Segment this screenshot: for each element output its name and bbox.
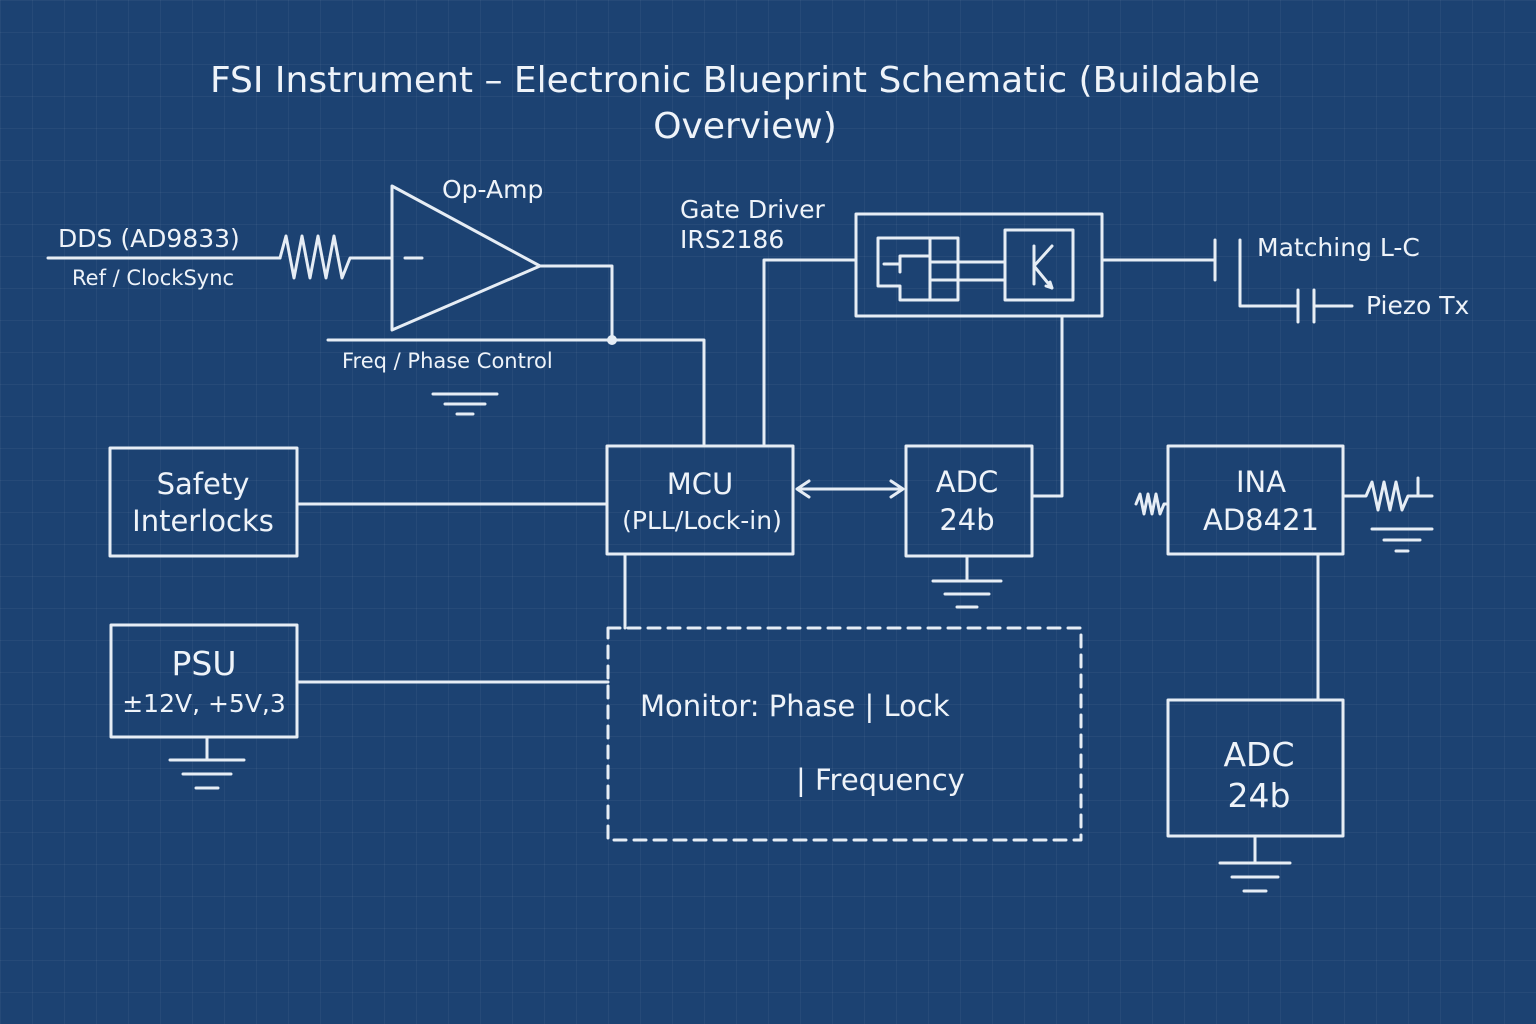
piezo-label: Piezo Tx bbox=[1366, 291, 1469, 320]
opamp-symbol bbox=[390, 184, 542, 332]
ground-icon-adc bbox=[931, 554, 1003, 609]
opamp-label: Op-Amp bbox=[442, 175, 543, 204]
mcu-label-line1: MCU bbox=[667, 467, 734, 501]
driver-to-adc-wire bbox=[1030, 314, 1064, 498]
mcu-label-line2: (PLL/Lock-in) bbox=[622, 506, 782, 535]
matching-capacitor bbox=[1100, 238, 1242, 282]
igbt-icon bbox=[1003, 228, 1075, 302]
ina-label-line2: AD8421 bbox=[1203, 503, 1319, 537]
gate-driver-part: IRS2186 bbox=[680, 225, 784, 254]
adc-main-block bbox=[904, 444, 1034, 558]
mosfet-icon bbox=[876, 236, 1007, 302]
ina-block bbox=[1166, 444, 1345, 556]
ina-input-coil bbox=[1134, 492, 1170, 516]
diagram-title-line1: FSI Instrument – Electronic Blueprint Sc… bbox=[210, 60, 1260, 101]
monitor-label-line1: Monitor: Phase | Lock bbox=[640, 689, 950, 723]
safety-label-line1: Safety bbox=[157, 467, 250, 501]
matching-label: Matching L-C bbox=[1257, 233, 1420, 262]
ground-icon-opamp bbox=[431, 392, 499, 416]
freq-phase-label: Freq / Phase Control bbox=[342, 349, 553, 373]
safety-label-line2: Interlocks bbox=[132, 504, 274, 538]
ground-icon-ina bbox=[1370, 527, 1434, 553]
piezo-capacitor bbox=[1238, 256, 1354, 324]
ina-label-line1: INA bbox=[1236, 465, 1286, 499]
adc-main-label-line2: 24b bbox=[939, 503, 994, 537]
mcu-adc-arrow bbox=[795, 479, 905, 499]
input-resistor bbox=[278, 234, 394, 280]
psu-label-line2: ±12V, +5V,3 bbox=[122, 689, 286, 718]
mcu-to-driver-wire bbox=[762, 258, 858, 446]
dds-sub-label: Ref / ClockSync bbox=[72, 266, 234, 290]
ground-icon-psu bbox=[168, 735, 246, 790]
dds-label: DDS (AD9833) bbox=[58, 224, 240, 253]
adc-ina-label-line1: ADC bbox=[1223, 735, 1294, 774]
mcu-block bbox=[605, 444, 795, 556]
adc-ina-label-line2: 24b bbox=[1228, 776, 1291, 815]
gate-driver-box bbox=[854, 212, 1104, 318]
ina-output-resistor bbox=[1341, 476, 1434, 512]
psu-label-line1: PSU bbox=[171, 644, 236, 683]
opamp-output-wire bbox=[538, 264, 706, 446]
safety-interlocks-block bbox=[108, 446, 299, 558]
gate-driver-label: Gate Driver bbox=[680, 195, 825, 224]
diagram-title-line2: Overview) bbox=[653, 106, 837, 147]
monitor-block bbox=[606, 626, 1083, 842]
ground-icon-adc-ina bbox=[1218, 834, 1292, 893]
junction-dot bbox=[607, 335, 617, 345]
adc-main-label-line1: ADC bbox=[936, 465, 998, 499]
monitor-label-line2: | Frequency bbox=[796, 763, 965, 797]
